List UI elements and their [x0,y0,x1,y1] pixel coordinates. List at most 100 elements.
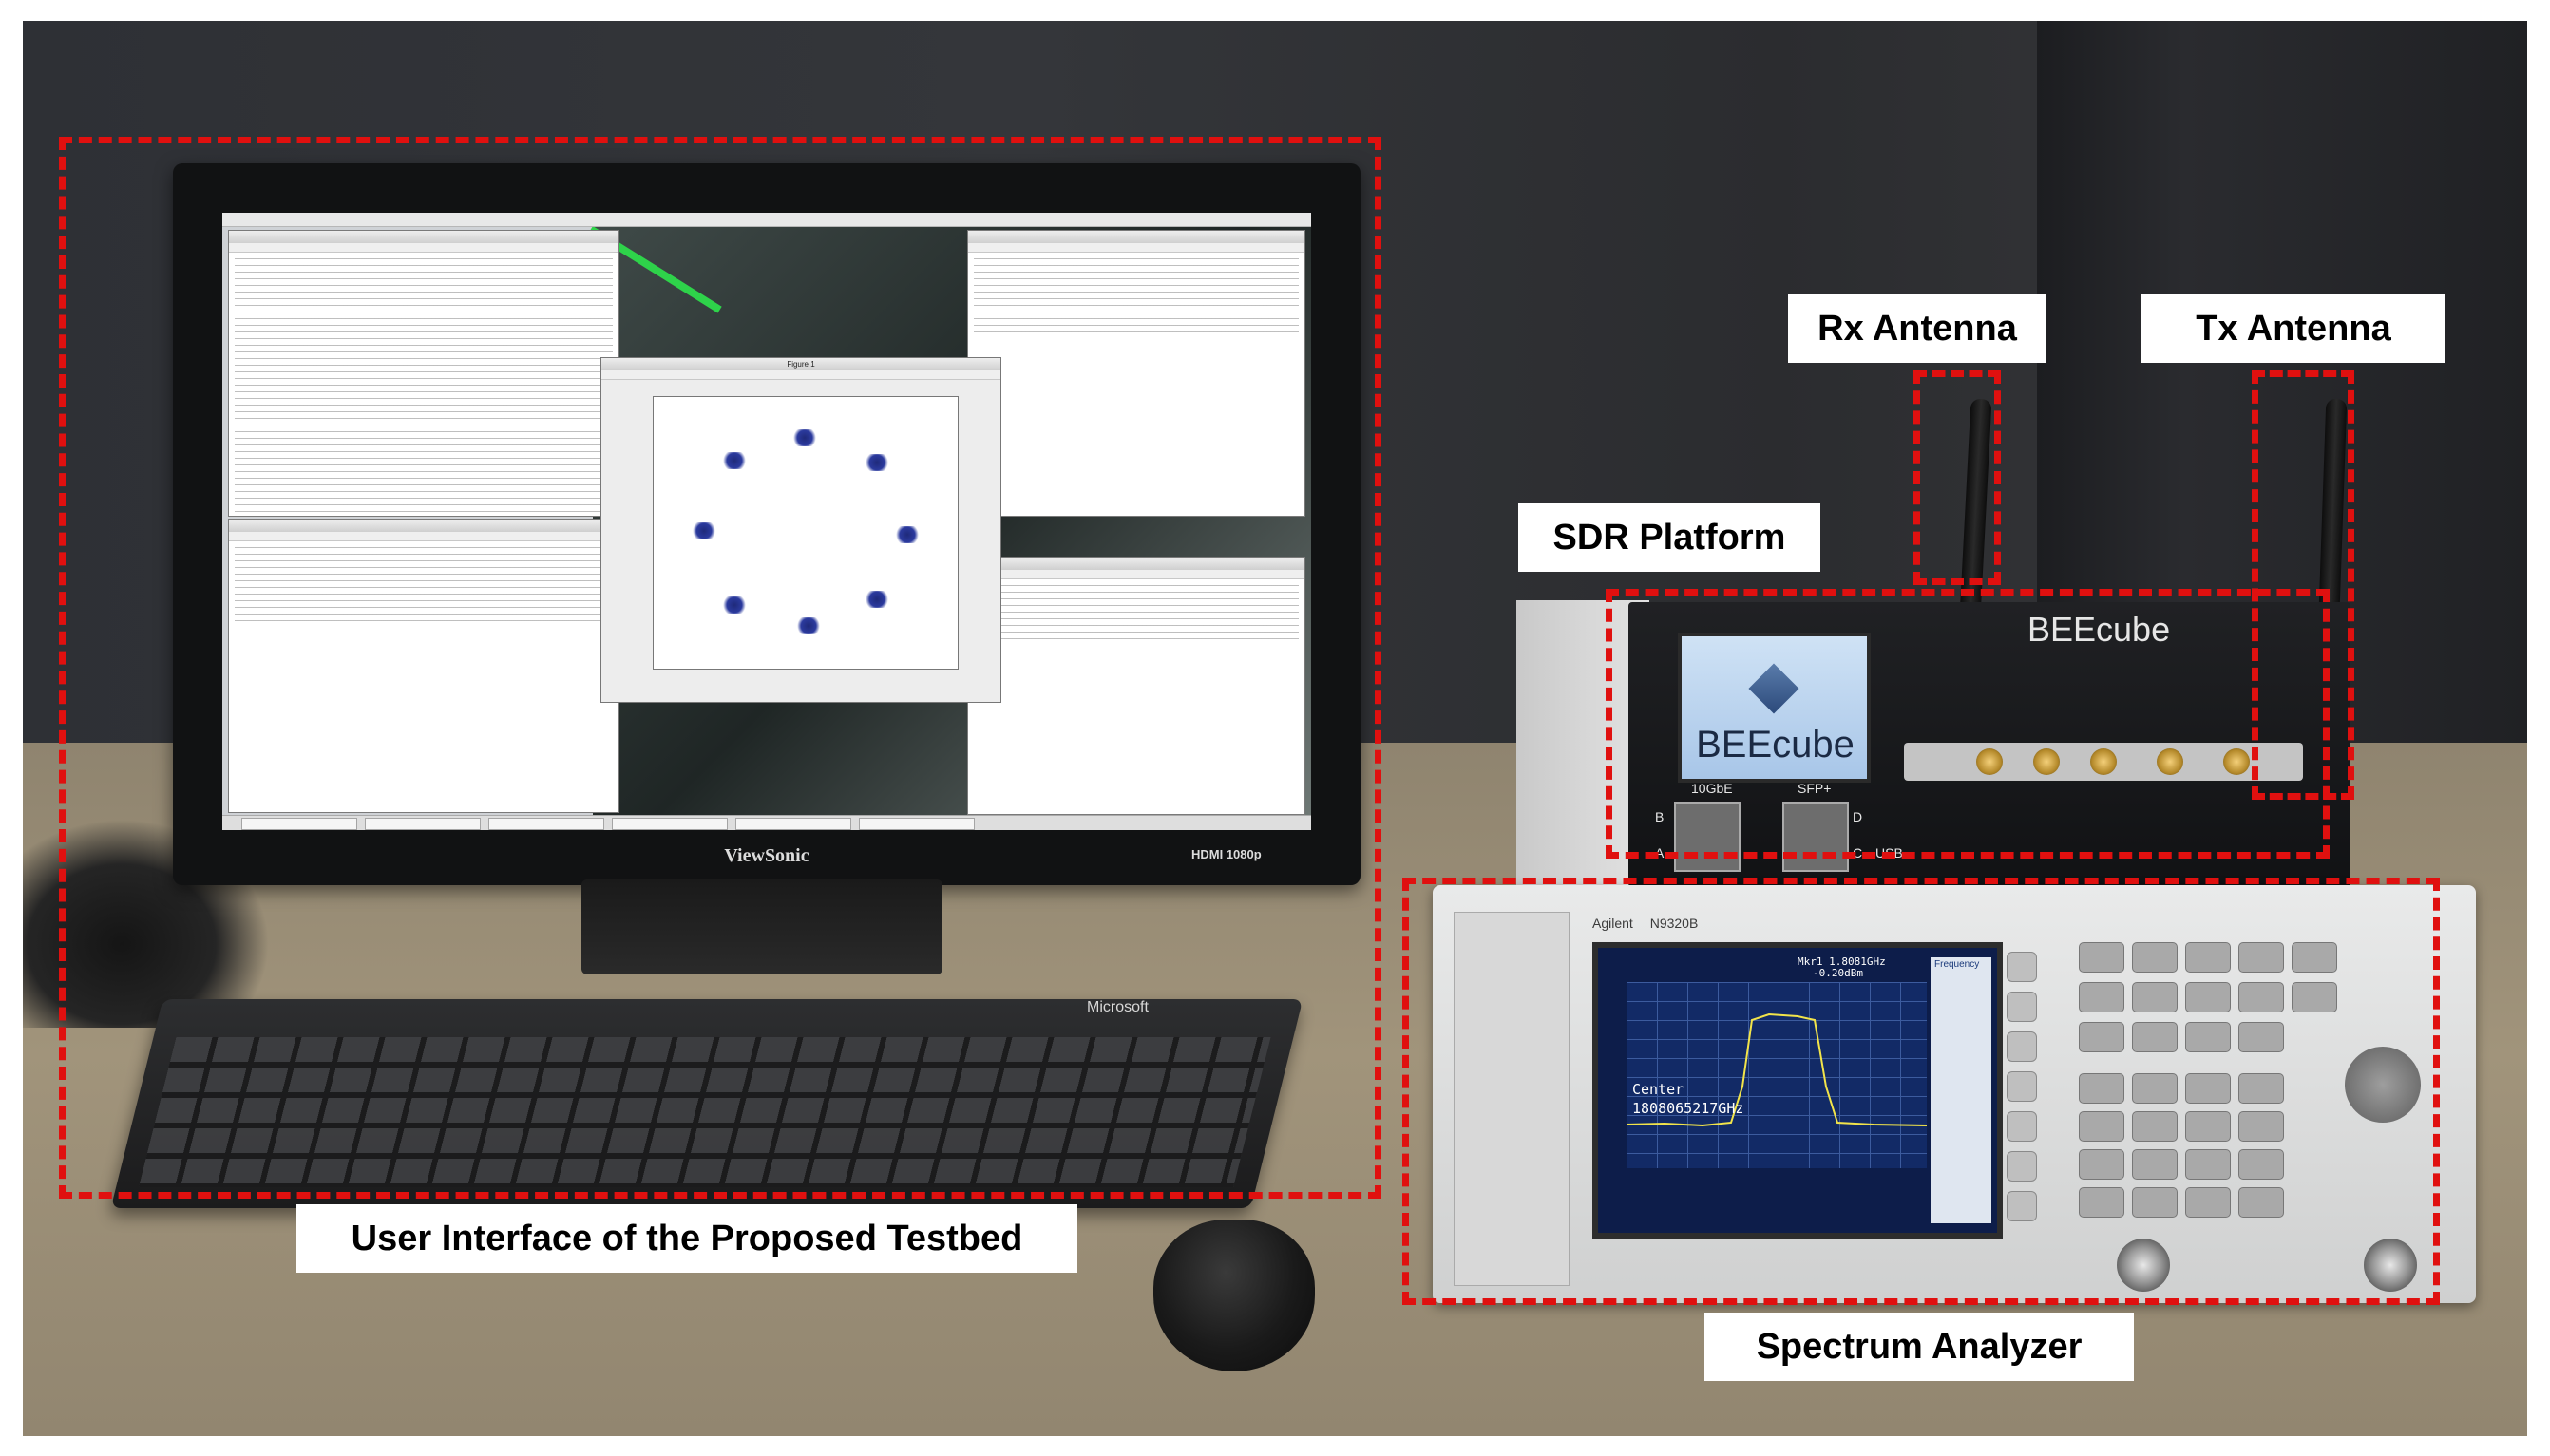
sma-connector [2223,748,2250,775]
hdmi-badge: HDMI 1080p [1191,847,1262,861]
label-spectrum-analyzer: Spectrum Analyzer [1704,1313,2134,1381]
softkey-button[interactable] [2007,1191,2037,1221]
hard-key[interactable] [2238,1187,2284,1218]
softkey-button[interactable] [2007,1151,2037,1182]
hard-key[interactable] [2185,1187,2231,1218]
hard-key[interactable] [2079,1073,2124,1104]
hard-key[interactable] [2185,1111,2231,1142]
figure-toolbar [601,370,1000,380]
monitor-brand: ViewSonic [724,845,809,866]
hard-key[interactable] [2132,1022,2178,1052]
port-label-10gbe: 10GbE [1691,781,1733,796]
taskbar-item [612,818,728,830]
hard-key[interactable] [2185,982,2231,1012]
hard-key[interactable] [2132,982,2178,1012]
keyboard-keys [139,1037,1271,1187]
mouse [1153,1220,1315,1371]
hard-key[interactable] [2185,942,2231,973]
hard-key[interactable] [2132,942,2178,973]
label-sdr-platform: SDR Platform [1518,503,1820,572]
taskbar-item [735,818,851,830]
analyzer-keypad [2079,942,2392,1227]
label-rx-antenna: Rx Antenna [1788,294,2046,363]
terminal-text [235,544,613,622]
softkey-button[interactable] [2007,952,2037,982]
analyzer-side-panel [1454,912,1570,1286]
hard-key[interactable] [2238,1149,2284,1180]
monitor: Figure 1 [173,163,1361,885]
port-letter: B [1655,809,1665,824]
constellation-cluster [895,526,920,543]
analyzer-brand: Agilent N9320B [1592,916,1877,938]
constellation-cluster [792,429,817,446]
monitor-stand [581,879,942,974]
hard-key[interactable] [2292,982,2337,1012]
terminal-window [967,230,1305,517]
constellation-cluster [865,591,889,608]
keyboard-brand: Microsoft [1087,999,1149,1015]
hard-key[interactable] [2238,982,2284,1012]
sdr-lcd: BEEcube [1678,633,1871,783]
hard-key[interactable] [2132,1187,2178,1218]
hard-key[interactable] [2132,1073,2178,1104]
beecube-logo-icon [1748,663,1799,714]
sma-connector [2157,748,2183,775]
bnc-connector [2117,1239,2170,1292]
analyzer-softkey-menu: Frequency [1931,957,1991,1223]
constellation-plot [653,396,959,670]
port-label-sfp: SFP+ [1798,781,1832,796]
rotary-knob[interactable] [2345,1047,2421,1123]
hard-key[interactable] [2185,1022,2231,1052]
hard-key[interactable] [2238,1073,2284,1104]
hard-key[interactable] [2132,1111,2178,1142]
window-titlebar [968,558,1304,571]
sma-connector [2033,748,2060,775]
hard-key[interactable] [2079,982,2124,1012]
softkey-button[interactable] [2007,1031,2037,1062]
constellation-cluster [692,522,716,539]
softkey-button[interactable] [2007,1111,2037,1142]
taskbar-item [488,818,604,830]
center-label: Center [1632,1081,1684,1098]
terminal-window [228,519,619,813]
window-menubar [968,570,1304,579]
hard-key[interactable] [2238,942,2284,973]
sfp-port [1674,802,1741,872]
sma-connector [2090,748,2117,775]
hard-key[interactable] [2079,1149,2124,1180]
hard-key[interactable] [2292,942,2337,973]
taskbar [222,815,1311,830]
desktop-top-panel [222,213,1311,227]
terminal-text [974,255,1299,335]
port-letter: A [1655,845,1665,860]
analyzer-model: N9320B [1649,916,1699,931]
rf-input-connector [2364,1239,2417,1292]
hard-key[interactable] [2079,1187,2124,1218]
marker-level: -0.20dBm [1813,967,1863,979]
monitor-screen: Figure 1 [222,213,1311,830]
analyzer-display: Mkr1 1.8081GHz -0.20dBm Center 180806521… [1592,942,2003,1239]
sfp-port [1782,802,1849,872]
label-tx-antenna: Tx Antenna [2141,294,2445,363]
label-user-interface: User Interface of the Proposed Testbed [296,1204,1077,1273]
constellation-cluster [722,596,747,614]
hard-key[interactable] [2185,1073,2231,1104]
hard-key[interactable] [2238,1022,2284,1052]
center-frequency: 1808065217GHz [1632,1100,1744,1117]
keyboard [110,999,1304,1208]
hard-key[interactable] [2079,942,2124,973]
lcd-brand-text: BEEcube [1696,724,1855,766]
constellation-cluster [865,454,889,471]
window-menubar [229,243,618,253]
hard-key[interactable] [2185,1149,2231,1180]
hard-key[interactable] [2238,1111,2284,1142]
terminal-text [974,582,1299,643]
softkey-button[interactable] [2007,1071,2037,1102]
spectrum-analyzer: Agilent N9320B Mkr1 1.8081GHz -0.20dBm C… [1433,885,2476,1303]
hard-key[interactable] [2079,1111,2124,1142]
softkey-button[interactable] [2007,992,2037,1022]
sma-connector [1976,748,2003,775]
terminal-text [235,255,613,512]
hard-key[interactable] [2079,1022,2124,1052]
hard-key[interactable] [2132,1149,2178,1180]
